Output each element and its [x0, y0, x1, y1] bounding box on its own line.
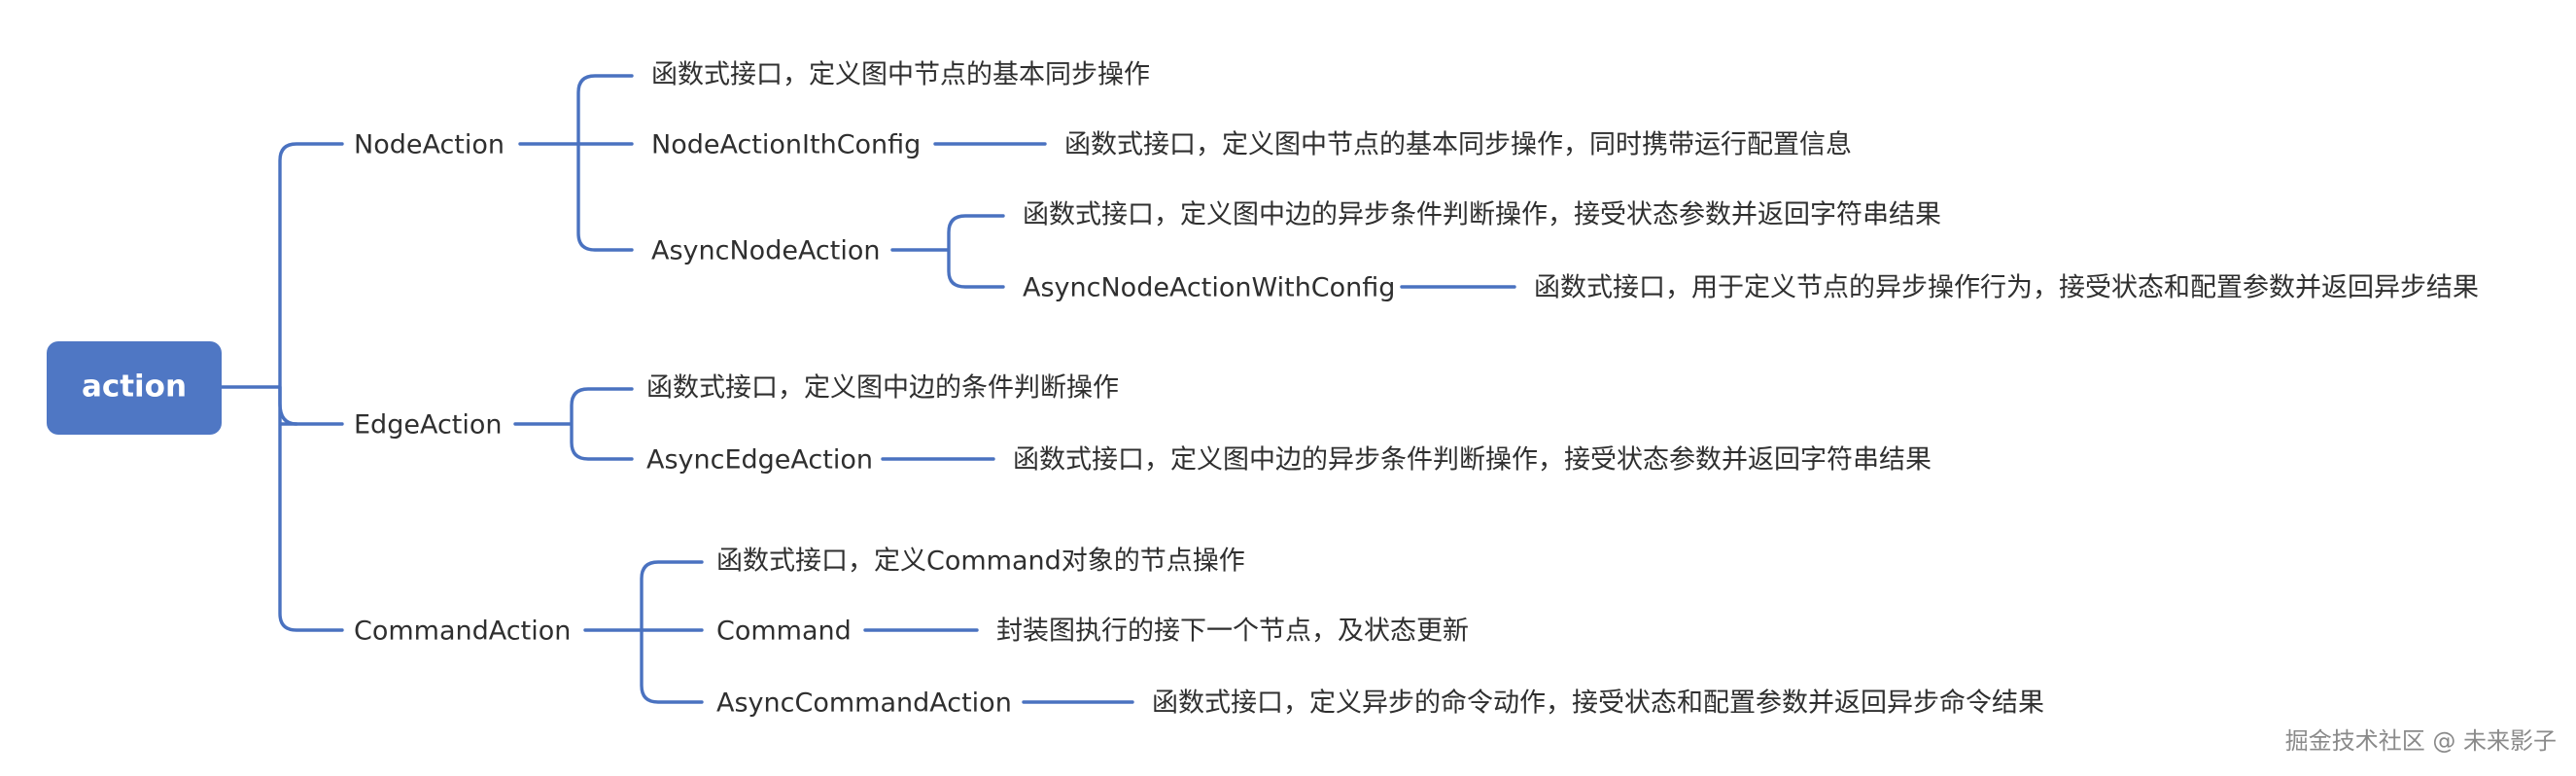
- commandaction-child-asynccommandaction: AsyncCommandAction: [716, 688, 1012, 719]
- watermark-text: 掘金技术社区 @ 未来影子: [2285, 727, 2557, 755]
- nodeaction-child-nodeactionithconfig: NodeActionIthConfig: [651, 130, 921, 160]
- asyncnodeactionwithconfig-desc: 函数式接口，用于定义节点的异步操作行为，接受状态和配置参数并返回异步结果: [1534, 273, 2479, 303]
- nodeaction-child-asyncnodeaction: AsyncNodeAction: [651, 236, 881, 266]
- edgeaction-child-edge-desc: 函数式接口，定义图中边的条件判断操作: [646, 373, 1119, 404]
- asyncnodeaction-child-async-desc: 函数式接口，定义图中边的异步条件判断操作，接受状态参数并返回字符串结果: [1023, 200, 1941, 230]
- root-node: action: [47, 341, 222, 435]
- nodeaction-child-sync-desc: 函数式接口，定义图中节点的基本同步操作: [651, 60, 1150, 90]
- edgeaction-child-asyncedgeaction: AsyncEdgeAction: [646, 445, 873, 476]
- asyncnodeaction-child-asyncnodeactionwithconfig: AsyncNodeActionWithConfig: [1023, 273, 1395, 303]
- connector-edgeaction: [513, 387, 634, 461]
- connector-lines: [220, 74, 1516, 704]
- connector-root-mid: [278, 385, 298, 426]
- root-node-box: [47, 341, 222, 435]
- commandaction-child-command-desc: 函数式接口，定义Command对象的节点操作: [716, 547, 1245, 577]
- connector-nodeaction: [518, 74, 634, 252]
- asynccommandaction-desc: 函数式接口，定义异步的命令动作，接受状态和配置参数并返回异步命令结果: [1152, 688, 2044, 719]
- command-desc: 封装图执行的接下一个节点，及状态更新: [996, 617, 1469, 647]
- connector-asyncnodeaction: [890, 214, 1005, 289]
- branch-nodeaction-label: NodeAction: [354, 130, 505, 160]
- commandaction-child-command: Command: [716, 617, 852, 647]
- connector-commandaction: [583, 560, 704, 704]
- branch-edgeaction-label: EdgeAction: [354, 410, 503, 441]
- connector-root: [220, 142, 344, 632]
- nodeactionithconfig-desc: 函数式接口，定义图中节点的基本同步操作，同时携带运行配置信息: [1064, 130, 1852, 160]
- branch-commandaction-label: CommandAction: [354, 617, 571, 647]
- root-node-label: action: [82, 370, 187, 405]
- asyncedgeaction-desc: 函数式接口，定义图中边的异步条件判断操作，接受状态参数并返回字符串结果: [1013, 445, 1932, 476]
